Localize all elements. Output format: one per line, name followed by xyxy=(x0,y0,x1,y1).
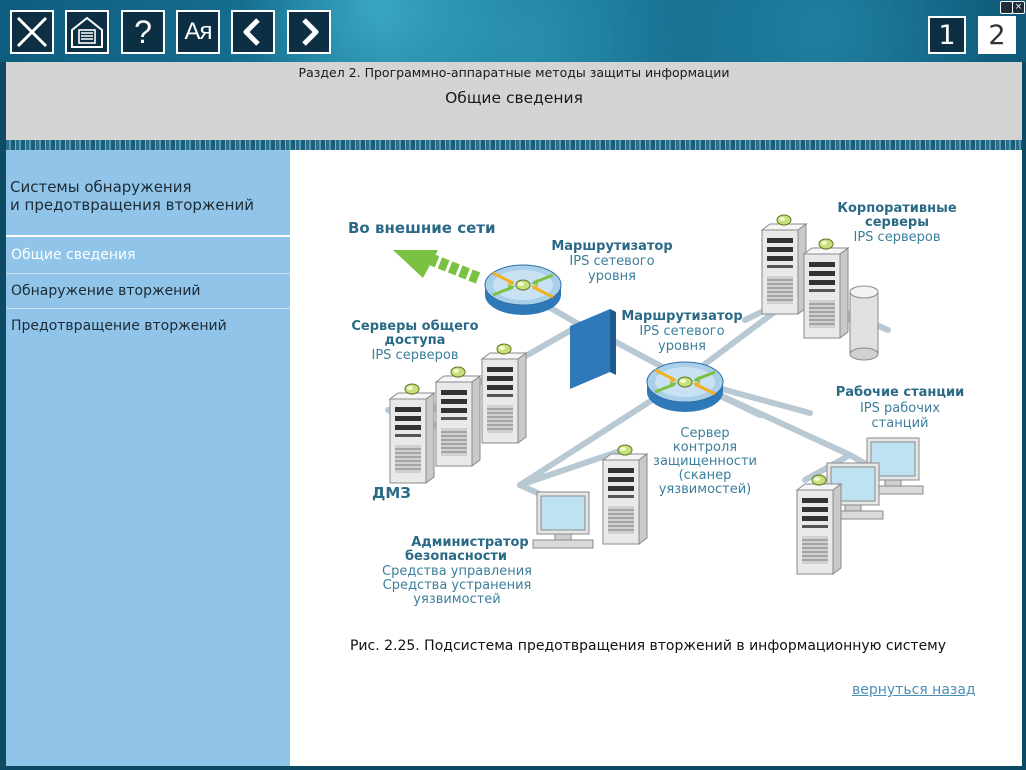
sidebar-heading-line2: и предотвращения вторжений xyxy=(10,196,254,214)
label-scanner-l5: уязвимостей) xyxy=(659,482,752,497)
label-admin-l4: Средства устранения xyxy=(383,578,532,593)
label-router1-l2: уровня xyxy=(588,269,636,284)
label-admin-l3: Средства управления xyxy=(382,564,532,579)
label-admin-l2: безопасности xyxy=(405,549,507,564)
toolbar: ? Ая 1 2 × xyxy=(0,0,1026,62)
sidebar-divider xyxy=(6,273,290,274)
sidebar-divider xyxy=(6,235,290,237)
sidebar-heading: Системы обнаружения и предотвращения вто… xyxy=(10,178,286,214)
label-router2-l2: уровня xyxy=(658,339,706,354)
label-scanner-l1: Сервер xyxy=(680,426,729,441)
page-2-button[interactable]: 2 xyxy=(978,16,1016,54)
glossary-button[interactable]: Ая xyxy=(176,10,220,54)
scanner-server-icon xyxy=(602,444,648,545)
contents-button[interactable] xyxy=(65,10,109,54)
page-1-button[interactable]: 1 xyxy=(928,16,966,54)
label-corp-l2: серверы xyxy=(865,215,929,230)
sidebar-heading-line1: Системы обнаружения xyxy=(10,178,192,196)
header: Раздел 2. Программно-аппаратные методы з… xyxy=(6,62,1022,140)
dmz-servers-icon xyxy=(389,343,527,484)
firewall-icon xyxy=(570,309,616,389)
close-button[interactable] xyxy=(10,10,54,54)
help-button[interactable]: ? xyxy=(121,10,165,54)
section-title: Раздел 2. Программно-аппаратные методы з… xyxy=(298,65,730,80)
label-corp-l1: Корпоративные xyxy=(837,201,956,216)
external-arrow xyxy=(393,250,481,284)
label-workst-l3: станций xyxy=(872,416,929,431)
content-area: Во внешние сети Маршрутизатор IPS сетево… xyxy=(290,150,1022,766)
back-button[interactable] xyxy=(231,10,275,54)
page-title: Общие сведения xyxy=(445,89,583,107)
sidebar: Системы обнаружения и предотвращения вто… xyxy=(6,150,290,766)
label-scanner-l3: защищенности xyxy=(653,454,757,469)
back-icon xyxy=(243,18,260,46)
network-diagram: Во внешние сети Маршрутизатор IPS сетево… xyxy=(348,201,965,607)
label-admin-l1: Администратор xyxy=(411,535,528,550)
label-admin-l5: уязвимостей xyxy=(413,592,500,607)
label-scanner-l4: (сканер xyxy=(679,468,732,483)
window-close-button[interactable]: × xyxy=(1012,1,1025,14)
forward-button[interactable] xyxy=(287,10,331,54)
sidebar-item-general[interactable]: Общие сведения xyxy=(11,247,136,263)
label-scanner-l2: контроля xyxy=(673,440,737,455)
label-workst-l1: Рабочие станции xyxy=(836,385,965,400)
label-external: Во внешние сети xyxy=(348,219,495,237)
figure-caption: Рис. 2.25. Подсистема предотвращения вто… xyxy=(349,638,947,654)
label-dmz: ДМЗ xyxy=(372,484,411,502)
label-public-l3: IPS серверов xyxy=(372,348,459,363)
label-workst-l2: IPS рабочих xyxy=(860,401,940,416)
corporate-servers-icon xyxy=(761,214,879,361)
label-public-l2: доступа xyxy=(385,333,446,348)
back-link[interactable]: вернуться назад xyxy=(852,682,976,698)
label-router1-title: Маршрутизатор xyxy=(551,239,672,254)
help-icon: ? xyxy=(134,13,152,50)
label-router2-title: Маршрутизатор xyxy=(621,309,742,324)
sidebar-item-prevention[interactable]: Предотвращение вторжений xyxy=(11,318,227,334)
label-router2-l1: IPS сетевого xyxy=(639,324,724,339)
label-router1-l1: IPS сетевого xyxy=(569,254,654,269)
sidebar-divider xyxy=(6,308,290,309)
contents-icon xyxy=(71,16,103,48)
sidebar-item-detection[interactable]: Обнаружение вторжений xyxy=(11,283,201,299)
label-public-l1: Серверы общего xyxy=(351,319,478,334)
glossary-icon: Ая xyxy=(184,18,212,45)
forward-icon xyxy=(302,18,319,46)
admin-workstation-icon xyxy=(532,491,594,549)
decorative-strip xyxy=(6,140,1022,150)
close-icon xyxy=(16,16,48,48)
label-corp-l3: IPS серверов xyxy=(854,230,941,245)
